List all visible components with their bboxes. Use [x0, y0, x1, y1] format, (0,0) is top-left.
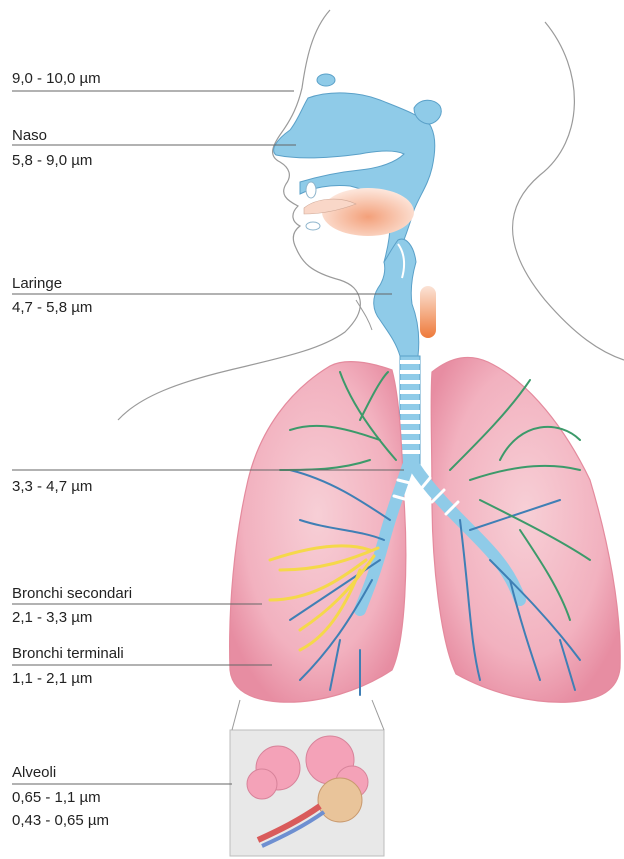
label-bronchi-terminali-value: 1,1 - 2,1 µm: [12, 670, 92, 688]
back-outline: [513, 22, 624, 360]
label-laringe-value: 4,7 - 5,8 µm: [12, 299, 92, 317]
label-laringe-title: Laringe: [12, 275, 62, 293]
label-alveoli-value-1: 0,65 - 1,1 µm: [12, 789, 101, 807]
right-lung: [230, 362, 406, 703]
esophagus: [420, 286, 436, 338]
label-alveoli-title: Alveoli: [12, 764, 56, 782]
left-lung: [431, 357, 620, 702]
label-alveoli-value-2: 0,43 - 0,65 µm: [12, 812, 109, 830]
label-trachea-value: 3,3 - 4,7 µm: [12, 478, 92, 496]
label-bronchi-secondari-value: 2,1 - 3,3 µm: [12, 609, 92, 627]
label-nasal-entry-value: 9,0 - 10,0 µm: [12, 70, 101, 88]
pharynx: [374, 239, 419, 356]
label-naso-title: Naso: [12, 127, 47, 145]
label-bronchi-secondari-title: Bronchi secondari: [12, 585, 132, 603]
label-bronchi-terminali-title: Bronchi terminali: [12, 645, 124, 663]
label-naso-value: 5,8 - 9,0 µm: [12, 152, 92, 170]
trachea-rings: [400, 356, 420, 466]
nasal-cavity: [274, 93, 435, 262]
sinus-top: [317, 74, 335, 86]
mouth-cavity: [322, 188, 414, 236]
